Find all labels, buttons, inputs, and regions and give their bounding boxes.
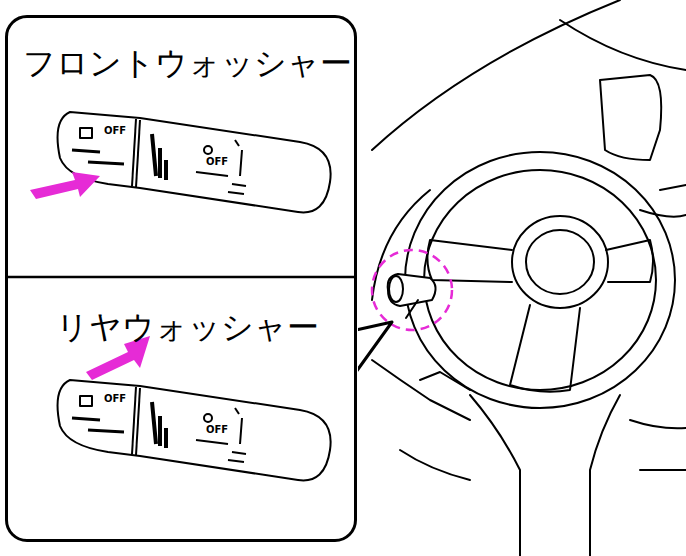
switch-marking: OFF (104, 126, 126, 136)
section-heading: フロントウォッシャー (23, 46, 352, 81)
switch-marking: OFF (206, 157, 228, 167)
section-heading: リヤウォッシャー (56, 310, 319, 345)
switch-marking: OFF (206, 425, 228, 435)
switch-marking: OFF (104, 394, 126, 404)
callout-panel: フロントウォッシャーリヤウォッシャー (5, 15, 357, 542)
